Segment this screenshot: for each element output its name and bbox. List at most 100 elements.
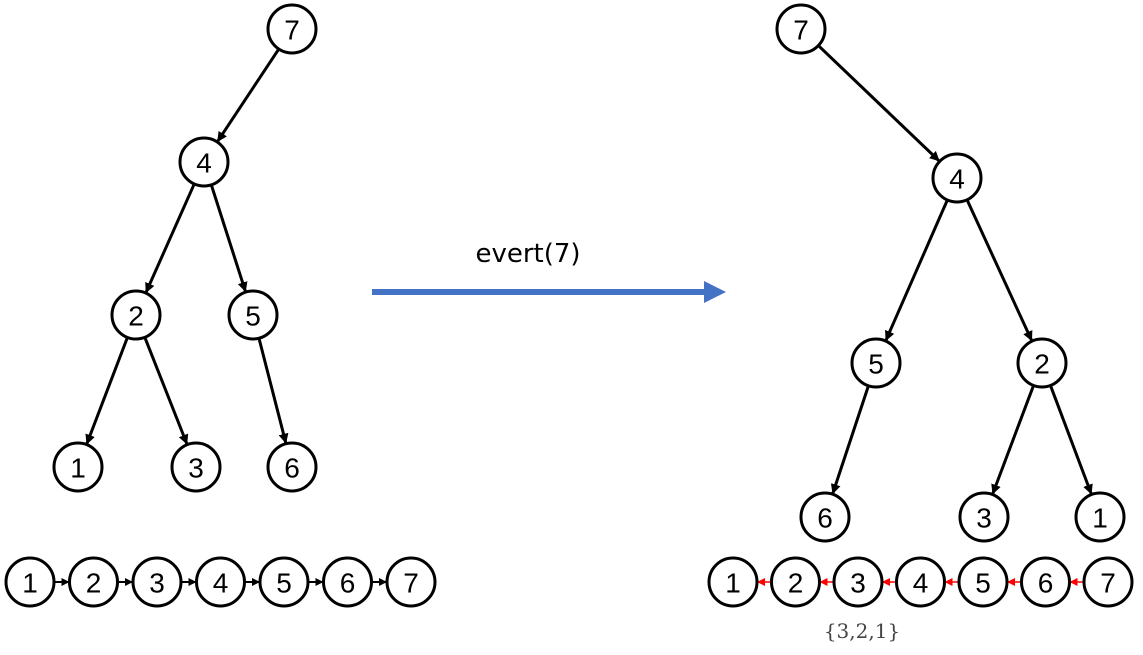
list-node-2-label: 2 xyxy=(788,568,804,599)
list-node-2-label: 2 xyxy=(86,568,102,599)
after-tree: 7 4 5 2 6 3 1 xyxy=(775,3,1126,543)
list-node-2-circle xyxy=(68,556,119,608)
list-node-5-label: 5 xyxy=(975,568,991,599)
tree-node-4: 4 xyxy=(178,136,230,188)
tree-node-7-label: 7 xyxy=(793,15,809,46)
list-node-1: 1 xyxy=(707,556,759,608)
tree-node-2-label: 2 xyxy=(1034,349,1050,380)
list-node-5-label: 5 xyxy=(276,568,292,599)
tree-node-1-circle xyxy=(52,441,104,493)
tree-node-6-circle xyxy=(799,491,851,543)
list-node-3: 3 xyxy=(131,556,183,608)
tree-node-3-circle xyxy=(170,441,222,493)
list-node-7-circle xyxy=(385,556,437,608)
list-node-2: 2 xyxy=(770,556,821,608)
list-node-6-circle xyxy=(322,556,373,608)
tree-edge xyxy=(1049,384,1093,495)
tree-node-2-circle xyxy=(1016,337,1068,389)
tree-node-2-label: 2 xyxy=(128,301,144,332)
tree-node-5-circle xyxy=(227,289,279,341)
tree-node-7: 7 xyxy=(775,3,827,55)
tree-edge xyxy=(209,184,248,293)
list-node-1: 1 xyxy=(4,556,56,608)
list-node-1-circle xyxy=(4,556,56,608)
tree-node-5: 5 xyxy=(850,337,902,389)
tree-node-6-label: 6 xyxy=(817,503,833,534)
before-tree: 7 4 2 5 1 3 6 xyxy=(52,3,318,493)
list-node-1-label: 1 xyxy=(22,568,38,599)
list-node-3-circle xyxy=(131,556,183,608)
list-node-7-label: 7 xyxy=(1100,568,1116,599)
tree-node-5-label: 5 xyxy=(245,301,261,332)
list-node-7-circle xyxy=(1082,556,1134,608)
tree-node-7-circle xyxy=(775,3,827,55)
tree-node-1-label: 1 xyxy=(70,453,86,484)
tree-node-3-label: 3 xyxy=(188,453,204,484)
operation-arrow-head xyxy=(704,281,726,303)
tree-node-5-circle xyxy=(850,337,902,389)
list-node-5: 5 xyxy=(258,556,310,608)
tree-node-3: 3 xyxy=(170,441,222,493)
tree-node-4-label: 4 xyxy=(196,148,212,179)
list-node-5-circle xyxy=(957,556,1009,608)
tree-edge xyxy=(143,336,189,445)
tree-node-6: 6 xyxy=(266,441,318,493)
tree-edge xyxy=(991,384,1035,495)
tree-edge xyxy=(216,48,281,142)
tree-node-3-circle xyxy=(958,491,1010,543)
list-node-6: 6 xyxy=(1020,556,1071,608)
tree-node-2: 2 xyxy=(110,289,162,341)
tree-node-2: 2 xyxy=(1016,337,1068,389)
list-node-2-circle xyxy=(770,556,821,608)
tree-node-4: 4 xyxy=(931,152,983,204)
tree-node-6: 6 xyxy=(799,491,851,543)
tree-node-1: 1 xyxy=(52,441,104,493)
tree-node-3: 3 xyxy=(958,491,1010,543)
tree-edge xyxy=(817,44,940,162)
list-node-4-label: 4 xyxy=(213,568,229,599)
list-node-7: 7 xyxy=(385,556,437,608)
tree-node-4-circle xyxy=(931,152,983,204)
operation-arrow-group: evert(7) xyxy=(372,239,726,303)
list-node-2: 2 xyxy=(68,556,119,608)
tree-node-2-circle xyxy=(110,289,162,341)
tree-node-6-circle xyxy=(266,441,318,493)
tree-node-1-circle xyxy=(1074,491,1126,543)
tree-node-5: 5 xyxy=(227,289,279,341)
list-node-6-circle xyxy=(1020,556,1071,608)
list-node-4: 4 xyxy=(195,556,246,608)
tree-node-7-label: 7 xyxy=(284,15,300,46)
tree-edge xyxy=(144,183,196,294)
tree-edge xyxy=(965,199,1033,342)
tree-edge xyxy=(884,199,949,342)
tree-node-1: 1 xyxy=(1074,491,1126,543)
tree-node-1-label: 1 xyxy=(1092,503,1108,534)
list-node-6-label: 6 xyxy=(340,568,356,599)
list-node-4-label: 4 xyxy=(913,568,929,599)
list-node-6: 6 xyxy=(322,556,373,608)
list-node-3: 3 xyxy=(832,556,884,608)
list-node-3-label: 3 xyxy=(850,568,866,599)
list-node-5-circle xyxy=(258,556,310,608)
list-node-6-label: 6 xyxy=(1038,568,1054,599)
list-caption: {3,2,1} xyxy=(824,619,900,643)
list-node-5: 5 xyxy=(957,556,1009,608)
tree-node-3-label: 3 xyxy=(976,503,992,534)
tree-node-7-circle xyxy=(266,3,318,55)
tree-node-4-label: 4 xyxy=(949,164,965,195)
operation-label: evert(7) xyxy=(475,239,580,269)
list-node-3-circle xyxy=(832,556,884,608)
tree-node-4-circle xyxy=(178,136,230,188)
tree-node-7: 7 xyxy=(266,3,318,55)
list-node-7: 7 xyxy=(1082,556,1134,608)
list-node-3-label: 3 xyxy=(149,568,165,599)
tree-node-6-label: 6 xyxy=(284,453,300,484)
list-node-4-circle xyxy=(195,556,246,608)
list-node-1-circle xyxy=(707,556,759,608)
list-node-4-circle xyxy=(895,556,946,608)
list-node-1-label: 1 xyxy=(725,568,741,599)
tree-edge xyxy=(85,336,129,445)
after-linked-list: 1 2 3 4 5 6 7 xyxy=(707,556,1134,608)
